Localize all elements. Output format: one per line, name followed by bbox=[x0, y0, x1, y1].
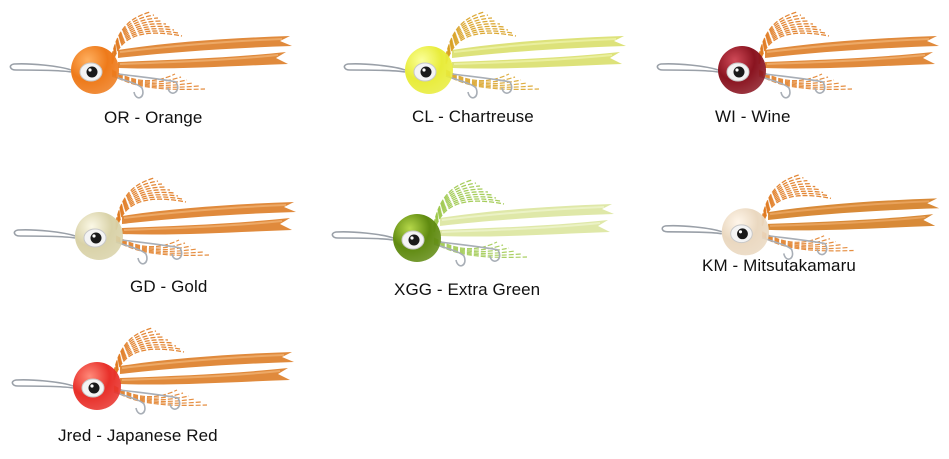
hooks-wi bbox=[758, 73, 826, 99]
leader-wire-wi bbox=[656, 63, 719, 73]
lure-image-jred bbox=[11, 327, 294, 415]
lure-image-xgg bbox=[331, 179, 614, 267]
lure-caption-or: OR - Orange bbox=[104, 108, 203, 127]
hooks-or bbox=[111, 73, 179, 99]
leader-wire-km bbox=[661, 224, 723, 235]
lure-image-gd bbox=[13, 177, 296, 265]
skirt-gd bbox=[115, 177, 210, 256]
hooks-xgg bbox=[433, 241, 501, 267]
hooks-jred bbox=[113, 389, 181, 415]
lure-item-cl: CL - Chartreuse bbox=[330, 0, 650, 140]
lure-image-or bbox=[9, 11, 292, 99]
skirt-or bbox=[111, 11, 206, 90]
skirt-jred bbox=[113, 327, 208, 406]
eye-cl bbox=[413, 62, 437, 82]
leader-wire-gd bbox=[13, 229, 76, 239]
lure-image-wi bbox=[656, 11, 939, 99]
tail-wi bbox=[765, 36, 939, 69]
hooks-km bbox=[761, 234, 828, 260]
tail-km bbox=[768, 198, 940, 231]
eye-gd bbox=[83, 228, 107, 248]
lure-image-cl bbox=[343, 11, 626, 99]
leader-wire-cl bbox=[343, 63, 406, 73]
eye-km bbox=[730, 224, 753, 244]
hooks-cl bbox=[445, 73, 513, 99]
tail-or bbox=[118, 36, 292, 69]
hooks-gd bbox=[115, 239, 183, 265]
skirt-xgg bbox=[433, 179, 528, 258]
leader-wire-or bbox=[9, 63, 72, 73]
skirt-wi bbox=[758, 11, 853, 90]
lure-item-or: OR - Orange bbox=[0, 0, 320, 140]
lure-caption-xgg: XGG - Extra Green bbox=[394, 280, 541, 299]
lure-caption-gd: GD - Gold bbox=[130, 277, 208, 296]
tail-cl bbox=[452, 36, 626, 69]
lure-item-jred: Jred - Japanese Red bbox=[0, 320, 320, 459]
tail-gd bbox=[122, 202, 296, 235]
lure-item-wi: WI - Wine bbox=[645, 0, 949, 140]
lure-item-xgg: XGG - Extra Green bbox=[320, 170, 640, 310]
leader-wire-xgg bbox=[331, 231, 394, 241]
eye-jred bbox=[81, 378, 105, 398]
eye-or bbox=[79, 62, 103, 82]
lure-image-km bbox=[661, 174, 940, 260]
skirt-cl bbox=[445, 11, 540, 90]
tail-xgg bbox=[440, 204, 614, 237]
lure-caption-km: KM - Mitsutakamaru bbox=[702, 256, 856, 275]
lure-item-km: KM - Mitsutakamaru bbox=[650, 170, 949, 310]
eye-xgg bbox=[401, 230, 425, 250]
leader-wire-jred bbox=[11, 379, 74, 389]
lure-caption-cl: CL - Chartreuse bbox=[412, 107, 534, 126]
skirt-km bbox=[761, 174, 854, 252]
lure-caption-wi: WI - Wine bbox=[715, 107, 791, 126]
lure-caption-jred: Jred - Japanese Red bbox=[58, 426, 218, 445]
tail-jred bbox=[120, 352, 294, 385]
eye-wi bbox=[726, 62, 750, 82]
lure-item-gd: GD - Gold bbox=[0, 170, 320, 310]
